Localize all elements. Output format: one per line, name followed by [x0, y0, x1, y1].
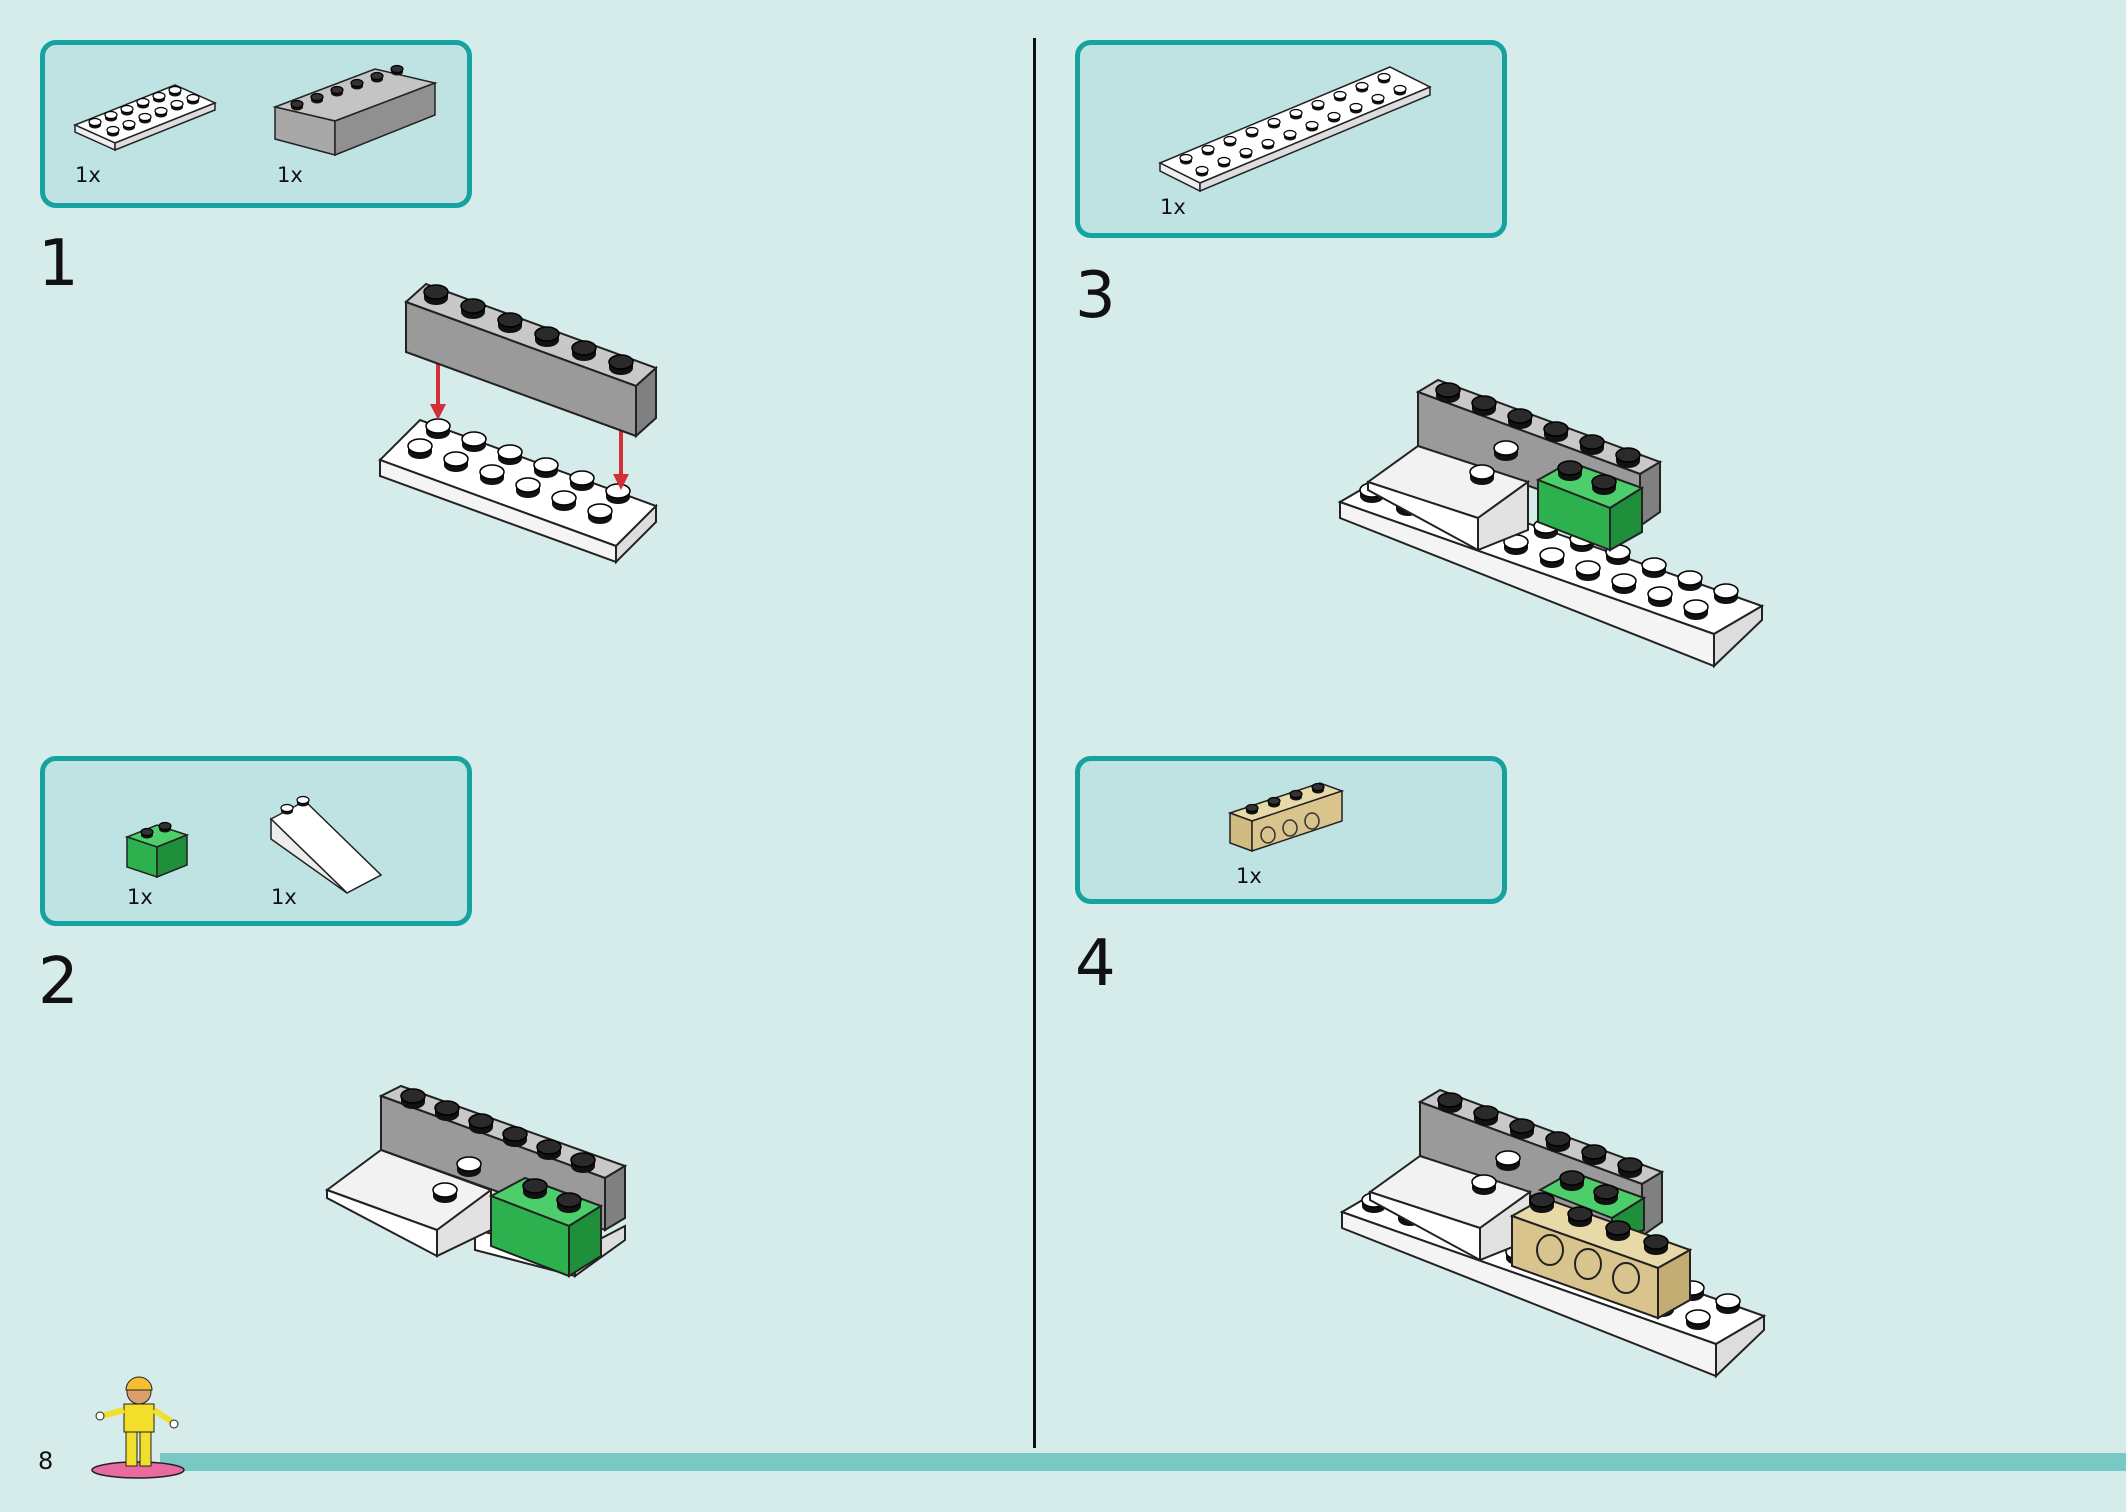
white-slope-icon: [269, 795, 383, 894]
part-quantity: 1x: [75, 163, 101, 187]
green-brick-1x2-icon: [124, 821, 190, 879]
white-plate-2x10-icon: [1158, 66, 1432, 193]
step-number: 1: [38, 227, 79, 301]
step-number: 4: [1075, 927, 1116, 1001]
footer-bar: [160, 1453, 2126, 1471]
white-plate-2x6-icon: [73, 84, 217, 152]
step-1-parts-box: 1x 1x: [40, 40, 472, 208]
part-quantity: 1x: [127, 885, 153, 909]
step-number: 3: [1075, 259, 1116, 333]
gray-brick-1x6-icon: [272, 64, 438, 157]
step-1-assembly: [378, 282, 658, 565]
part-quantity: 1x: [1160, 195, 1186, 219]
step-number: 2: [38, 945, 79, 1019]
step-3-assembly: [1337, 378, 1765, 669]
step-4-assembly: [1339, 1088, 1767, 1379]
step-2-parts-box: 1x 1x: [40, 756, 472, 926]
snowboarder-minifigure-icon: [91, 1376, 185, 1479]
step-4-parts-box: 1x: [1075, 756, 1507, 904]
part-quantity: 1x: [277, 163, 303, 187]
tan-technic-brick-1x4-icon: [1227, 782, 1345, 853]
part-quantity: 1x: [1236, 864, 1262, 888]
step-2-assembly: [324, 1084, 628, 1278]
part-quantity: 1x: [271, 885, 297, 909]
page-number: 8: [38, 1447, 54, 1475]
page-divider: [1033, 38, 1036, 1448]
step-3-parts-box: 1x: [1075, 40, 1507, 238]
